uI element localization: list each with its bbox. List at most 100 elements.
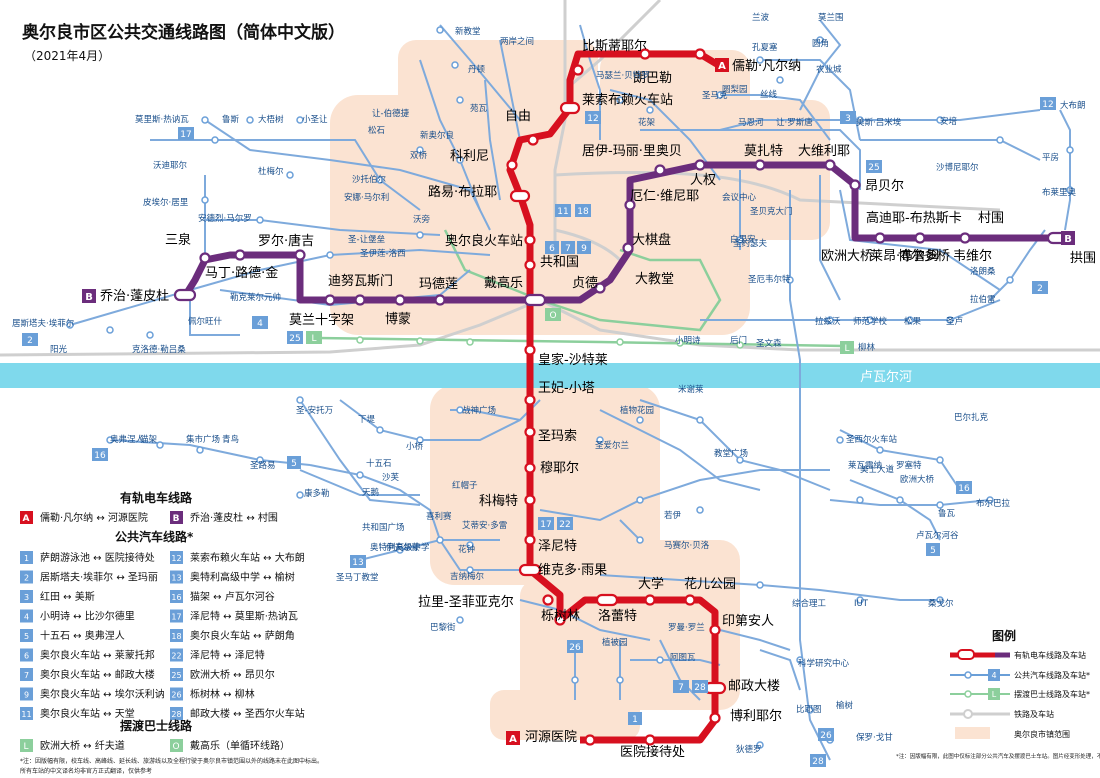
tram-b-station-label: 马丁·路德·金 — [205, 265, 278, 281]
bus-stop-label: 圣马克 — [702, 91, 728, 101]
bus-stop-label: 安培 — [940, 116, 958, 127]
bus-stop-label: 圣文森 — [756, 338, 782, 349]
legend-bus-badge — [20, 629, 33, 642]
legend-bus-id: 9 — [24, 691, 29, 700]
bus-stop-label: 沙托伯尔 — [352, 174, 387, 185]
legend-bus-badge — [170, 687, 183, 701]
bus-line-badges: 17 2 4 25 L 12 11 18 6 7 9 O 3 25 12 2 L… — [22, 97, 1056, 767]
bus-stop-label: 后门 — [730, 335, 747, 346]
tram-a-station-label: 科利尼 — [450, 149, 489, 164]
legend-bus-badge — [170, 668, 183, 681]
bus-stop-label: 天鹅 — [362, 487, 379, 498]
svg-text:12: 12 — [1042, 100, 1053, 110]
legend-bus-badge — [170, 629, 183, 642]
bus-stop-label: 佩尔旺什 — [188, 316, 223, 327]
tram-a-station-label: 维克多·雨果 — [538, 562, 607, 578]
svg-text:5: 5 — [930, 546, 936, 556]
bus-stop-label: 鲁瓦 — [938, 508, 956, 519]
bus-stop-label: 勒克莱尔元帅 — [230, 292, 281, 303]
bus-stop-label: 植物花园 — [620, 405, 654, 416]
bus-stop-label: 马赛尔·贝洛 — [664, 540, 710, 551]
bus-stop-label: 圣贝克大门 — [750, 206, 793, 217]
tram-a-station-label: 圣玛索 — [538, 429, 577, 444]
legend-bus-badge — [170, 551, 183, 564]
bus-stop-label: 狄德罗 — [736, 744, 762, 755]
bus-stop-label: 圣卢 — [946, 316, 963, 327]
legend-bus-id: 7 — [24, 671, 29, 680]
bus-stop-label: 让-伯德捷 — [372, 108, 410, 119]
bus-stop-label: 鲁斯 — [222, 114, 240, 125]
legend-bus-badge — [20, 570, 33, 584]
svg-text:26: 26 — [820, 731, 832, 741]
bus-stop-label: 罗塞特 — [896, 460, 922, 471]
tram-b-station-label: 厄仁·维尼耶 — [630, 189, 699, 204]
bus-stop-label: 植被园 — [602, 637, 628, 648]
tram-b-station-label: 大教堂 — [635, 271, 674, 287]
map-title: 奥尔良市区公共交通线路图（简体中文版） — [22, 22, 345, 43]
svg-text:12: 12 — [587, 114, 598, 124]
svg-text:公共汽车线路及车站*: 公共汽车线路及车站* — [1014, 670, 1090, 680]
svg-text:17: 17 — [180, 130, 191, 140]
legend-bus-text: 奥尔良火车站 ↔ 天堂 — [40, 707, 135, 720]
bus-stop-label: 伊夫尔蒙 — [386, 542, 421, 553]
bus-stop-label: 拉兹沃 — [815, 316, 841, 327]
bus-stop-label: 若伊 — [664, 510, 682, 521]
svg-text:16: 16 — [958, 484, 970, 494]
bus-stop-label: 奥特利高级中学 — [370, 542, 430, 553]
svg-text:L: L — [311, 334, 316, 344]
legend-bus-text: 奥尔良火车站 ↔ 埃尔沃利讷 — [40, 688, 165, 701]
svg-text:儒勒·凡尔纳 ↔ 河源医院: 儒勒·凡尔纳 ↔ 河源医院 — [40, 511, 148, 524]
bus-stop-label: 小桥 — [406, 441, 424, 452]
bus-stop-label: 美士大道 — [860, 464, 895, 475]
svg-text:公共汽车线路*: 公共汽车线路* — [115, 529, 194, 544]
bus-stop-label: 布尔巴拉 — [976, 498, 1011, 509]
legend-bus-badge — [20, 590, 33, 603]
map-subtitle: （2021年4月） — [24, 49, 110, 63]
bus-stop-label: 罗曼·罗兰 — [668, 622, 705, 633]
tram-a-station-label: 路易·布拉耶 — [428, 184, 497, 200]
tram-b-station-label: 莱昂·布鲁姆 — [870, 249, 939, 264]
bus-stop-label: 安德烈·马尔罗 — [198, 213, 252, 224]
bus-stop-label: 马瑟兰·贝特罗 — [596, 70, 650, 81]
bus-stop-label: 大梧树 — [258, 114, 284, 125]
svg-text:铁路及车站: 铁路及车站 — [1014, 709, 1054, 719]
bus-stop-label: 孔夏塞 — [752, 42, 778, 53]
svg-text:7: 7 — [678, 683, 684, 693]
urban-area — [330, 40, 830, 740]
legend-bus-id: 11 — [21, 710, 31, 719]
legend-bus-text: 萨朗游泳池 ↔ 医院接待处 — [40, 551, 155, 564]
bus-stop-label: 洛朗桑 — [970, 266, 996, 277]
svg-text:图例: 图例 — [992, 628, 1016, 643]
svg-text:A: A — [718, 61, 726, 72]
bus-stop-label: 圣厄韦尔特 — [748, 274, 791, 285]
legend-bus-badge — [20, 648, 33, 662]
svg-text:16: 16 — [94, 451, 106, 461]
bus-stop-label: 小圣让 — [302, 114, 328, 125]
bus-stop-label: 马恩河 — [738, 117, 764, 128]
tram-a-station-label: 莱索布赖火车站 — [582, 92, 673, 108]
legend-bus-badge — [170, 590, 183, 603]
bus-stop-label: 集市广场 — [186, 434, 220, 445]
tram-b-station-label: 人权 — [690, 172, 716, 188]
legend-bus-id: 28 — [171, 710, 181, 719]
legend-bus-badge — [20, 609, 33, 623]
tram-line-a — [506, 50, 722, 744]
bus-stop-label: 兰波 — [752, 12, 770, 23]
legend-bus-text: 居斯塔夫·埃菲尔 ↔ 圣玛丽 — [40, 571, 158, 584]
bus-stop-label: 莫里斯·热讷瓦 — [135, 114, 189, 125]
bus-stop-label: 共和国广场 — [362, 522, 405, 533]
svg-text:*注：因版幅有限，此图中仅标注部分公共汽车及摆渡巴士车站。图: *注：因版幅有限，此图中仅标注部分公共汽车及摆渡巴士车站。图片经变形处理，不作为… — [896, 752, 1100, 760]
legend-bus-id: 5 — [24, 632, 29, 641]
svg-text:4: 4 — [257, 319, 263, 329]
svg-text:所有车站的中文译名均非官方正式翻译，仅供参考: 所有车站的中文译名均非官方正式翻译，仅供参考 — [20, 767, 152, 775]
bus-stop-label: 下堤 — [358, 414, 376, 425]
legend-bus-badge — [20, 707, 33, 720]
bus-stop-label: 圣约瑟夫 — [733, 238, 768, 249]
tram-b-station-label: 三泉 — [165, 232, 191, 248]
legend-bus-text: 欧洲大桥 ↔ 昂贝尔 — [190, 668, 275, 681]
svg-text:L: L — [23, 742, 28, 752]
tram-b-station-label: 博蒙 — [385, 312, 411, 327]
bus-stop-label: 新奥尔良 — [420, 130, 455, 141]
bus-stop-label: 松石 — [368, 125, 385, 136]
svg-text:乔治·蓬皮杜 ↔ 村围: 乔治·蓬皮杜 ↔ 村围 — [190, 511, 278, 524]
